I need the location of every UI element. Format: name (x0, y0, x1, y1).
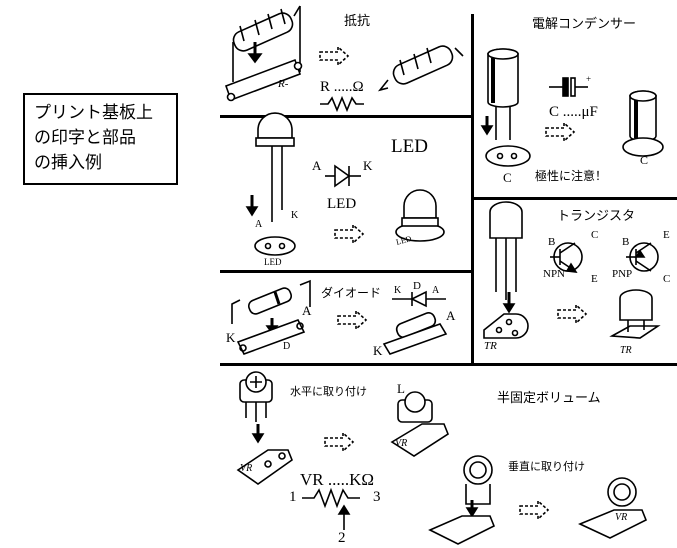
vr-silk: VR (240, 463, 253, 474)
transistor-npn-e: E (591, 273, 598, 285)
divider-left-1 (220, 115, 473, 118)
diode-symbol-a: A (432, 285, 440, 296)
transistor-npn-b: B (548, 236, 556, 248)
transistor-pnp-e: E (663, 229, 670, 241)
vr-vertical-label: 垂直に取り付け (508, 460, 585, 473)
resistor-code: R .....Ω (320, 79, 364, 95)
vr-horizontal-label: 水平に取り付け (290, 385, 367, 398)
capacitor-drawing (480, 48, 664, 167)
transistor-silk: TR (484, 340, 497, 352)
resistor-silk: R- (278, 78, 289, 90)
divider-left-2 (220, 270, 473, 273)
diode-board-a: A (446, 308, 456, 323)
capacitor-polarity-note: 極性に注意！ (535, 169, 608, 183)
transistor-pnp-b: B (622, 236, 630, 248)
diode-board-k: K (373, 343, 383, 358)
title-line-2: の印字と部品 (34, 128, 136, 148)
diode-drawing (231, 279, 448, 355)
vr-heading: 半固定ボリューム (497, 391, 601, 406)
vr-code: VR .....KΩ (300, 470, 375, 489)
transistor-npn-label: NPN (543, 268, 566, 280)
title-line-1: プリント基板上 (34, 103, 153, 123)
divider-vertical-main (471, 14, 474, 364)
transistor-silk-2: TR (620, 345, 632, 356)
vr-pin-3: 3 (373, 489, 381, 505)
transistor-npn-c: C (591, 229, 599, 241)
capacitor-heading: 電解コンデンサー (532, 17, 637, 32)
title-line-3: の挿入例 (34, 153, 102, 173)
led-board-pin-k: K (291, 210, 299, 221)
vr-silk-2: VR (395, 438, 408, 449)
led-symbol-label: LED (327, 196, 357, 212)
divider-bottom (220, 363, 677, 366)
led-silk: LED (264, 257, 282, 267)
vr-pin-2: 2 (338, 530, 346, 546)
led-drawing (245, 112, 445, 256)
capacitor-silk-2: C (640, 153, 649, 167)
led-symbol-pin-a: A (312, 158, 322, 173)
capacitor-plus: + (586, 74, 592, 84)
vr-pin-1: 1 (289, 489, 297, 505)
led-symbol-pin-k: K (363, 158, 373, 173)
resistor-drawing (224, 5, 464, 113)
diode-symbol-d: D (413, 280, 421, 292)
divider-right-1 (471, 197, 677, 200)
diode-symbol-k: K (394, 285, 402, 296)
diode-pin-k: K (226, 330, 236, 345)
transistor-drawing (483, 201, 661, 339)
transistor-pnp-c: C (663, 273, 671, 285)
title-box: プリント基板上 の印字と部品 の挿入例 (23, 93, 178, 185)
resistor-heading: 抵抗 (344, 14, 371, 29)
diode-pin-a: A (302, 303, 312, 318)
vr-l-label: L (397, 381, 405, 396)
diode-heading: ダイオード (321, 286, 382, 300)
led-big-label: LED (391, 136, 428, 157)
capacitor-silk: C (503, 170, 512, 185)
vr-silk-3: VR (615, 512, 628, 523)
capacitor-code: C .....μF (549, 104, 598, 120)
led-board-pin-a: A (255, 219, 263, 230)
vr-drawing (236, 371, 648, 545)
diode-silk: D (283, 341, 291, 352)
transistor-heading: トランジスタ (557, 209, 636, 224)
transistor-pnp-label: PNP (612, 268, 633, 280)
